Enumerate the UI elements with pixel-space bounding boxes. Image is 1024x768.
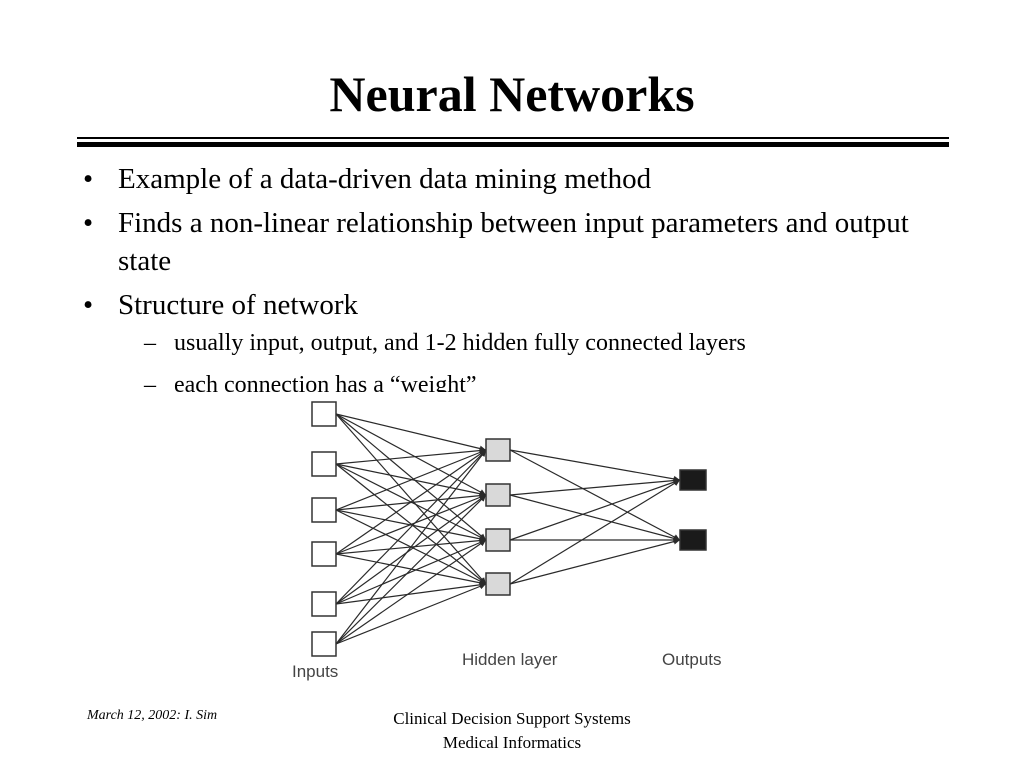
input-hidden-connection [335, 494, 487, 555]
hidden-node [485, 528, 511, 552]
input-node [311, 631, 337, 657]
hidden-layer-label: Hidden layer [462, 650, 558, 669]
sub-bullet-marker: – [144, 330, 156, 356]
input-hidden-connection [335, 449, 487, 465]
input-hidden-connection [335, 539, 487, 605]
inputs-label: Inputs [292, 662, 339, 681]
outputs-label: Outputs [662, 650, 722, 669]
sub-bullet-item: – usually input, output, and 1-2 hidden … [130, 328, 958, 358]
arrow-head [479, 495, 486, 502]
hidden-output-connection [509, 479, 681, 496]
input-hidden-connection [335, 583, 487, 645]
slide-title: Neural Networks [329, 66, 695, 122]
output-node [679, 469, 707, 491]
input-hidden-connection [335, 413, 487, 496]
bullet-text: Structure of network [118, 289, 358, 321]
bullet-text: Finds a non-linear relationship between … [118, 207, 909, 277]
input-node [311, 497, 337, 523]
input-hidden-connection [335, 494, 487, 605]
hidden-output-connection [509, 494, 681, 541]
hidden-output-connection [509, 479, 681, 541]
arrow-head [673, 538, 680, 545]
network-graph [311, 401, 707, 657]
bullet-item: • Example of a data-driven data mining m… [78, 160, 958, 198]
bullet-marker: • [83, 289, 94, 321]
hidden-node [485, 572, 511, 596]
input-node [311, 591, 337, 617]
input-hidden-connection [335, 413, 487, 585]
hidden-output-connection [509, 449, 681, 541]
input-node [311, 541, 337, 567]
hidden-output-connection [509, 539, 681, 585]
footer-course: Clinical Decision Support Systems Medica… [362, 707, 662, 755]
input-hidden-connection [335, 583, 487, 605]
arrow-head [479, 583, 486, 590]
bullet-list: • Example of a data-driven data mining m… [78, 160, 958, 412]
input-hidden-connection [335, 449, 487, 605]
arrow-head [479, 450, 486, 457]
sub-bullet-marker: – [144, 372, 156, 398]
neural-network-diagram: Inputs Hidden layer Outputs [280, 392, 750, 692]
hidden-output-connection [509, 479, 681, 585]
footer-course-subtitle: Medical Informatics [442, 733, 582, 752]
output-node [679, 529, 707, 551]
sub-bullet-list: – usually input, output, and 1-2 hidden … [118, 328, 958, 400]
bullet-item: • Structure of network – usually input, … [78, 286, 958, 400]
input-hidden-connection [335, 413, 487, 451]
footer-course-title: Clinical Decision Support Systems [393, 709, 631, 728]
input-hidden-connection [335, 449, 487, 555]
title-rule-thick [77, 142, 949, 147]
sub-bullet-text: usually input, output, and 1-2 hidden fu… [174, 330, 746, 356]
bullet-item: • Finds a non-linear relationship betwee… [78, 204, 958, 280]
bullet-marker: • [83, 163, 94, 195]
hidden-output-connection [509, 449, 681, 481]
input-hidden-connection [335, 449, 487, 645]
input-hidden-connection [335, 449, 487, 511]
bullet-text: Example of a data-driven data mining met… [118, 163, 652, 195]
bullet-marker: • [83, 207, 94, 239]
arrow-head [479, 540, 486, 547]
input-hidden-connection [335, 494, 487, 645]
input-node [311, 451, 337, 477]
hidden-node [485, 438, 511, 462]
input-hidden-connection [335, 539, 487, 645]
hidden-node [485, 483, 511, 507]
input-node [311, 401, 337, 427]
title-rule-thin [77, 137, 949, 139]
arrow-head [673, 480, 680, 486]
footer-date-author: March 12, 2002: I. Sim [87, 708, 218, 723]
